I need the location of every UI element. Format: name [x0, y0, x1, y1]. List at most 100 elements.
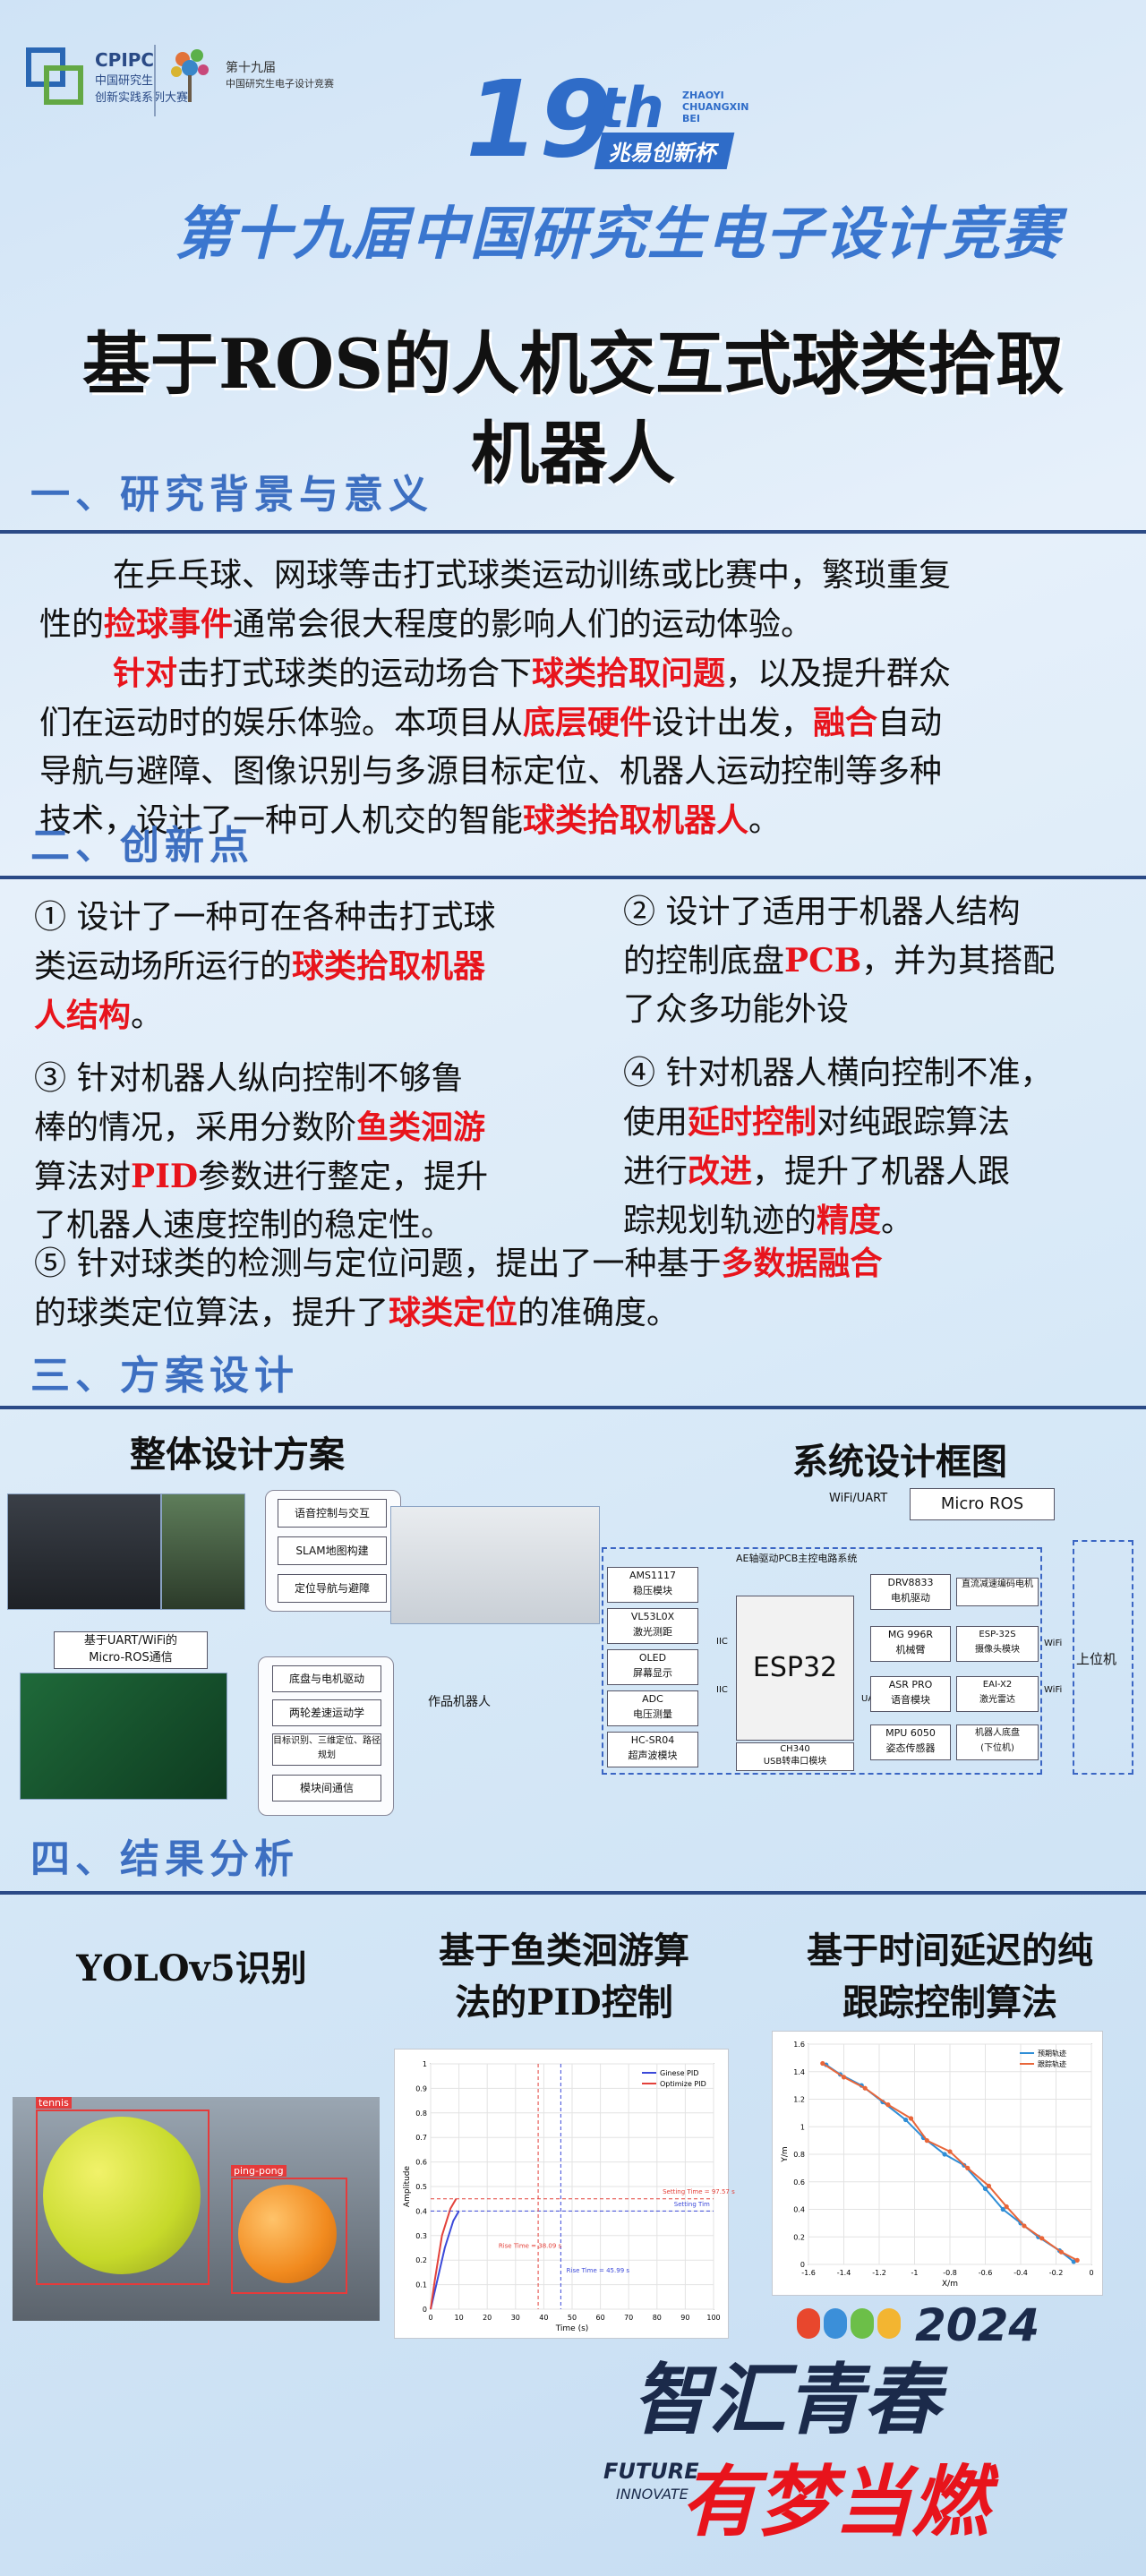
innovation-2: ② 设计了适用于机器人结构 的控制底盘PCB，并为其搭配 了众多功能外设 — [623, 888, 1125, 1034]
cedc-c-icon — [797, 2308, 820, 2339]
x-tick-label: -1.2 — [872, 2269, 886, 2277]
x-tick-label: 20 — [483, 2314, 492, 2322]
poster-title-line1: 基于ROS的人机交互式球类拾取 — [81, 324, 1065, 404]
competition-title: 第十九届中国研究生电子设计竞赛 — [175, 201, 1061, 268]
ch340-box: CH340 USB转串口模块 — [736, 1742, 854, 1771]
text: 对纯跟踪算法 — [817, 1104, 1011, 1141]
annotation: Rise Time = 38.09 s — [499, 2243, 562, 2250]
p2-line4: 技术，设计了一种可人机交的智能球类拾取机器人。 — [39, 796, 1114, 845]
y-tick-label: 0.3 — [415, 2232, 427, 2240]
yolo-caption: YOLOv5识别 — [76, 1947, 307, 1990]
cedc-e-icon — [824, 2308, 847, 2339]
edition-suffix: th — [598, 75, 664, 141]
x-tick-label: 90 — [680, 2314, 689, 2322]
esp32-box: ESP32 — [736, 1596, 854, 1741]
cpipc-text: CPIPC 中国研究生 创新实践系列大赛 — [95, 49, 188, 105]
highlight: 捡球事件 — [104, 605, 234, 643]
highlight: 人结构 — [34, 997, 132, 1034]
line: 人结构。 — [34, 991, 589, 1040]
cpipc-logo: CPIPC 中国研究生 创新实践系列大赛 — [25, 47, 188, 107]
series-line — [822, 2062, 1078, 2262]
text: 跟踪控制算法 — [842, 1981, 1057, 2024]
innovation-3: ③ 针对机器人纵向控制不够鲁 棒的情况，采用分数阶鱼类洄游 算法对PID参数进行… — [34, 1055, 589, 1250]
text: 的球类定位算法，提升了 — [34, 1295, 389, 1331]
section4-title: 四、结果分析 — [30, 1836, 299, 1882]
data-point — [908, 2116, 914, 2121]
pid-chart-svg: 00100.1200.2300.3400.4500.5600.6700.7800… — [403, 2060, 735, 2333]
product-label: 作品机器人 — [428, 1695, 491, 1709]
overall-design-figure: 基于UART/WiFi的 Micro-ROS通信 语音控制与交互 SLAM地图构… — [7, 1490, 600, 1816]
future-text: FUTURE — [603, 2459, 699, 2484]
text: 了机器人速度控制的稳定性。 — [34, 1207, 454, 1244]
line: ④ 针对机器人横向控制不准， — [623, 1049, 1133, 1098]
system-block-diagram: WiFi/UART Micro ROS AE轴驱动PCB主控电路系统 AMS11… — [602, 1488, 1139, 1784]
text: 们在运动时的娱乐体验。本项目从 — [39, 705, 524, 741]
iic-label-2: IIC — [716, 1685, 728, 1695]
x-tick-label: -0.4 — [1013, 2269, 1028, 2277]
zhaoyi-cn: 兆易创新杯 — [594, 133, 735, 169]
p2-line1: 针对击打式球类的运动场合下球类拾取问题，以及提升群众 — [39, 649, 1114, 698]
highlight: 鱼类洄游 — [356, 1108, 486, 1146]
line: 棒的情况，采用分数阶鱼类洄游 — [34, 1103, 589, 1152]
text: ③ 针对机器人纵向控制不够鲁 — [34, 1060, 464, 1097]
x-tick-label: 80 — [653, 2314, 662, 2322]
data-point — [1071, 2259, 1076, 2264]
text: 参数进行整定，提升 — [198, 1159, 489, 1195]
text: 的准确度。 — [517, 1295, 680, 1331]
diag-far-2: ESP-32S 摄像头模块 — [956, 1626, 1039, 1662]
text: 的控制底盘 — [623, 943, 785, 980]
line: 类运动场所运行的球类拾取机器 — [34, 942, 589, 991]
diag-left-3: OLED 屏幕显示 — [607, 1649, 698, 1685]
innovation-1: ① 设计了一种可在各种击打式球 类运动场所运行的球类拾取机器 人结构。 — [34, 894, 589, 1040]
text: ，并为其搭配 — [861, 943, 1056, 980]
cpipc-mark-icon — [26, 47, 83, 105]
x-axis-label: Time (s) — [555, 2324, 589, 2333]
data-point — [965, 2165, 971, 2170]
diag-left-4: ADC 电压测量 — [607, 1690, 698, 1726]
pingpong-bbox — [231, 2178, 347, 2294]
data-point — [942, 2152, 947, 2157]
text: ② 设计了适用于机器人结构 — [623, 894, 1021, 930]
pingpong-bbox-label: ping-pong — [231, 2165, 286, 2177]
cedc-d-icon — [851, 2308, 874, 2339]
line: ② 设计了适用于机器人结构 — [623, 888, 1125, 937]
wifi-uart-label: WiFi/UART — [829, 1492, 888, 1505]
legend-entry: 预期轨迹 — [1038, 2049, 1066, 2058]
text: 通常会很大程度的影响人们的运动体验。 — [233, 606, 814, 643]
main-board-frame — [602, 1547, 1042, 1775]
x-tick-label: -1.4 — [837, 2269, 851, 2277]
diag-right-2: MG 996R 机械臂 — [870, 1626, 951, 1662]
pcb-photo — [20, 1673, 227, 1800]
box-nav: 定位导航与避障 — [278, 1574, 387, 1603]
data-point — [841, 2075, 847, 2080]
y-axis-label: Y/m — [781, 2146, 790, 2162]
section3-title: 三、方案设计 — [30, 1353, 299, 1399]
highlight: 融合 — [813, 704, 878, 741]
text: 基于鱼类洄游算 — [439, 1930, 689, 1972]
y-tick-label: 0.4 — [793, 2206, 805, 2214]
cedc-c2-icon — [877, 2308, 901, 2339]
highlight: PCB — [784, 942, 862, 980]
diag-right-1: DRV8833 电机驱动 — [870, 1574, 951, 1610]
annotation: Rise Time = 45.99 s — [567, 2267, 630, 2274]
data-point — [1039, 2236, 1045, 2241]
line: 踪规划轨迹的精度。 — [623, 1196, 1133, 1245]
data-point — [1004, 2204, 1009, 2210]
pid-caption: 基于鱼类洄游算 法的PID控制 — [376, 1925, 752, 2029]
robot-board-photo — [161, 1493, 245, 1610]
y-tick-label: 0.6 — [415, 2159, 427, 2167]
line: 使用延时控制对纯跟踪算法 — [623, 1098, 1133, 1147]
y-tick-label: 0.4 — [415, 2207, 427, 2215]
y-tick-label: 0.2 — [793, 2233, 805, 2241]
data-point — [820, 2060, 825, 2067]
line: ⑤ 针对球类的检测与定位问题，提出了一种基于多数据融合 — [34, 1239, 1126, 1288]
section1-rule — [0, 530, 1146, 534]
x-tick-label: -0.2 — [1049, 2269, 1064, 2277]
box-slam: SLAM地图构建 — [278, 1536, 387, 1565]
annotation: Setting Time = 97.57 s — [663, 2188, 735, 2195]
x-tick-label: 70 — [624, 2314, 633, 2322]
edc-edition: 第十九届 — [226, 61, 276, 75]
pursuit-caption: 基于时间延迟的纯 跟踪控制算法 — [757, 1925, 1142, 2029]
text: 棒的情况，采用分数阶 — [34, 1109, 357, 1146]
